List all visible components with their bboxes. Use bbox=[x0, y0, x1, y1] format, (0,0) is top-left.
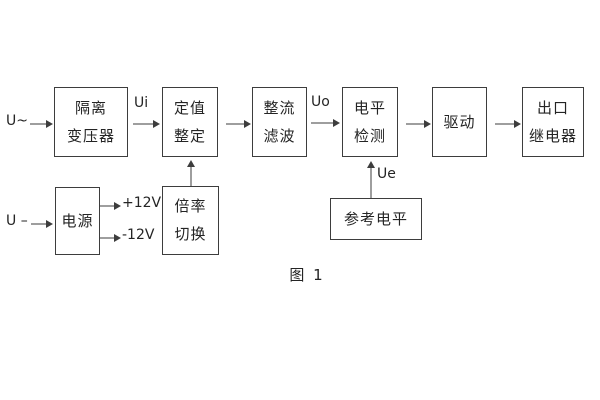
block-value-setting-line1: 定值 bbox=[173, 98, 206, 117]
block-output-relay: 出口 继电器 bbox=[522, 87, 584, 157]
arrow-shaft bbox=[190, 164, 191, 186]
arrow-udc-to-power bbox=[31, 219, 53, 228]
block-output-relay-line2: 继电器 bbox=[528, 126, 577, 145]
arrow-level-to-drive bbox=[406, 119, 431, 128]
arrowhead-right-icon bbox=[514, 119, 521, 128]
arrowhead-right-icon bbox=[153, 119, 160, 128]
arrow-drive-to-relay bbox=[495, 119, 521, 128]
arrow-ratio-to-setting bbox=[186, 160, 195, 186]
arrow-power-to-plus12v bbox=[100, 201, 121, 210]
label-minus12v: -12V bbox=[122, 227, 155, 243]
arrow-shaft bbox=[406, 123, 427, 124]
label-input-ac: U~ bbox=[6, 113, 28, 129]
block-level-detect-line2: 检测 bbox=[353, 126, 386, 145]
block-isolation-transformer: 隔离 变压器 bbox=[54, 87, 128, 157]
arrowhead-right-icon bbox=[333, 118, 340, 127]
block-reference-level: 参考电平 bbox=[330, 198, 422, 240]
arrowhead-right-icon bbox=[244, 119, 251, 128]
arrow-power-to-minus12v bbox=[100, 233, 121, 242]
block-power-supply-line1: 电源 bbox=[61, 211, 94, 230]
arrow-uac-to-isolation bbox=[30, 119, 53, 128]
arrow-reference-to-level bbox=[366, 161, 375, 198]
arrowhead-right-icon bbox=[424, 119, 431, 128]
arrowhead-right-icon bbox=[46, 219, 53, 228]
arrow-shaft bbox=[226, 123, 247, 124]
arrow-shaft bbox=[311, 122, 336, 123]
figure-caption: 图 1 bbox=[289, 266, 325, 284]
arrow-shaft bbox=[100, 205, 117, 206]
block-power-supply: 电源 bbox=[55, 187, 100, 255]
arrow-shaft bbox=[370, 165, 371, 198]
block-reference-level-line1: 参考电平 bbox=[343, 209, 408, 228]
arrow-rectify-to-level bbox=[311, 118, 340, 127]
block-rectifier-filter-line1: 整流 bbox=[263, 98, 296, 117]
arrow-shaft bbox=[133, 123, 156, 124]
arrow-shaft bbox=[495, 123, 517, 124]
block-level-detect-line1: 电平 bbox=[353, 98, 386, 117]
label-ui: Ui bbox=[134, 95, 149, 111]
arrow-setting-to-rectify bbox=[226, 119, 251, 128]
block-value-setting: 定值 整定 bbox=[162, 87, 218, 157]
arrowhead-up-icon bbox=[366, 161, 375, 168]
block-rectifier-filter: 整流 滤波 bbox=[252, 87, 307, 157]
block-ratio-switch-line2: 切换 bbox=[174, 225, 207, 243]
arrowhead-right-icon bbox=[114, 233, 121, 242]
label-uo: Uo bbox=[311, 94, 330, 110]
arrow-shaft bbox=[30, 123, 49, 124]
arrowhead-up-icon bbox=[186, 160, 195, 167]
block-drive: 驱动 bbox=[432, 87, 487, 157]
block-ratio-switch: 倍率 切换 bbox=[162, 186, 219, 255]
block-value-setting-line2: 整定 bbox=[173, 126, 206, 145]
arrow-shaft bbox=[100, 237, 117, 238]
label-plus12v: +12V bbox=[122, 195, 162, 211]
block-rectifier-filter-line2: 滤波 bbox=[263, 126, 296, 145]
label-ue: Ue bbox=[377, 166, 396, 182]
arrow-shaft bbox=[31, 223, 49, 224]
block-isolation-transformer-line1: 隔离 bbox=[74, 98, 107, 117]
block-isolation-transformer-line2: 变压器 bbox=[66, 126, 115, 145]
block-output-relay-line1: 出口 bbox=[536, 98, 569, 117]
label-input-dc: U – bbox=[6, 213, 28, 229]
block-level-detect: 电平 检测 bbox=[342, 87, 398, 157]
block-drive-line1: 驱动 bbox=[443, 112, 476, 131]
arrowhead-right-icon bbox=[46, 119, 53, 128]
block-ratio-switch-line1: 倍率 bbox=[174, 197, 207, 215]
arrowhead-right-icon bbox=[114, 201, 121, 210]
arrow-isolation-to-setting bbox=[133, 119, 160, 128]
